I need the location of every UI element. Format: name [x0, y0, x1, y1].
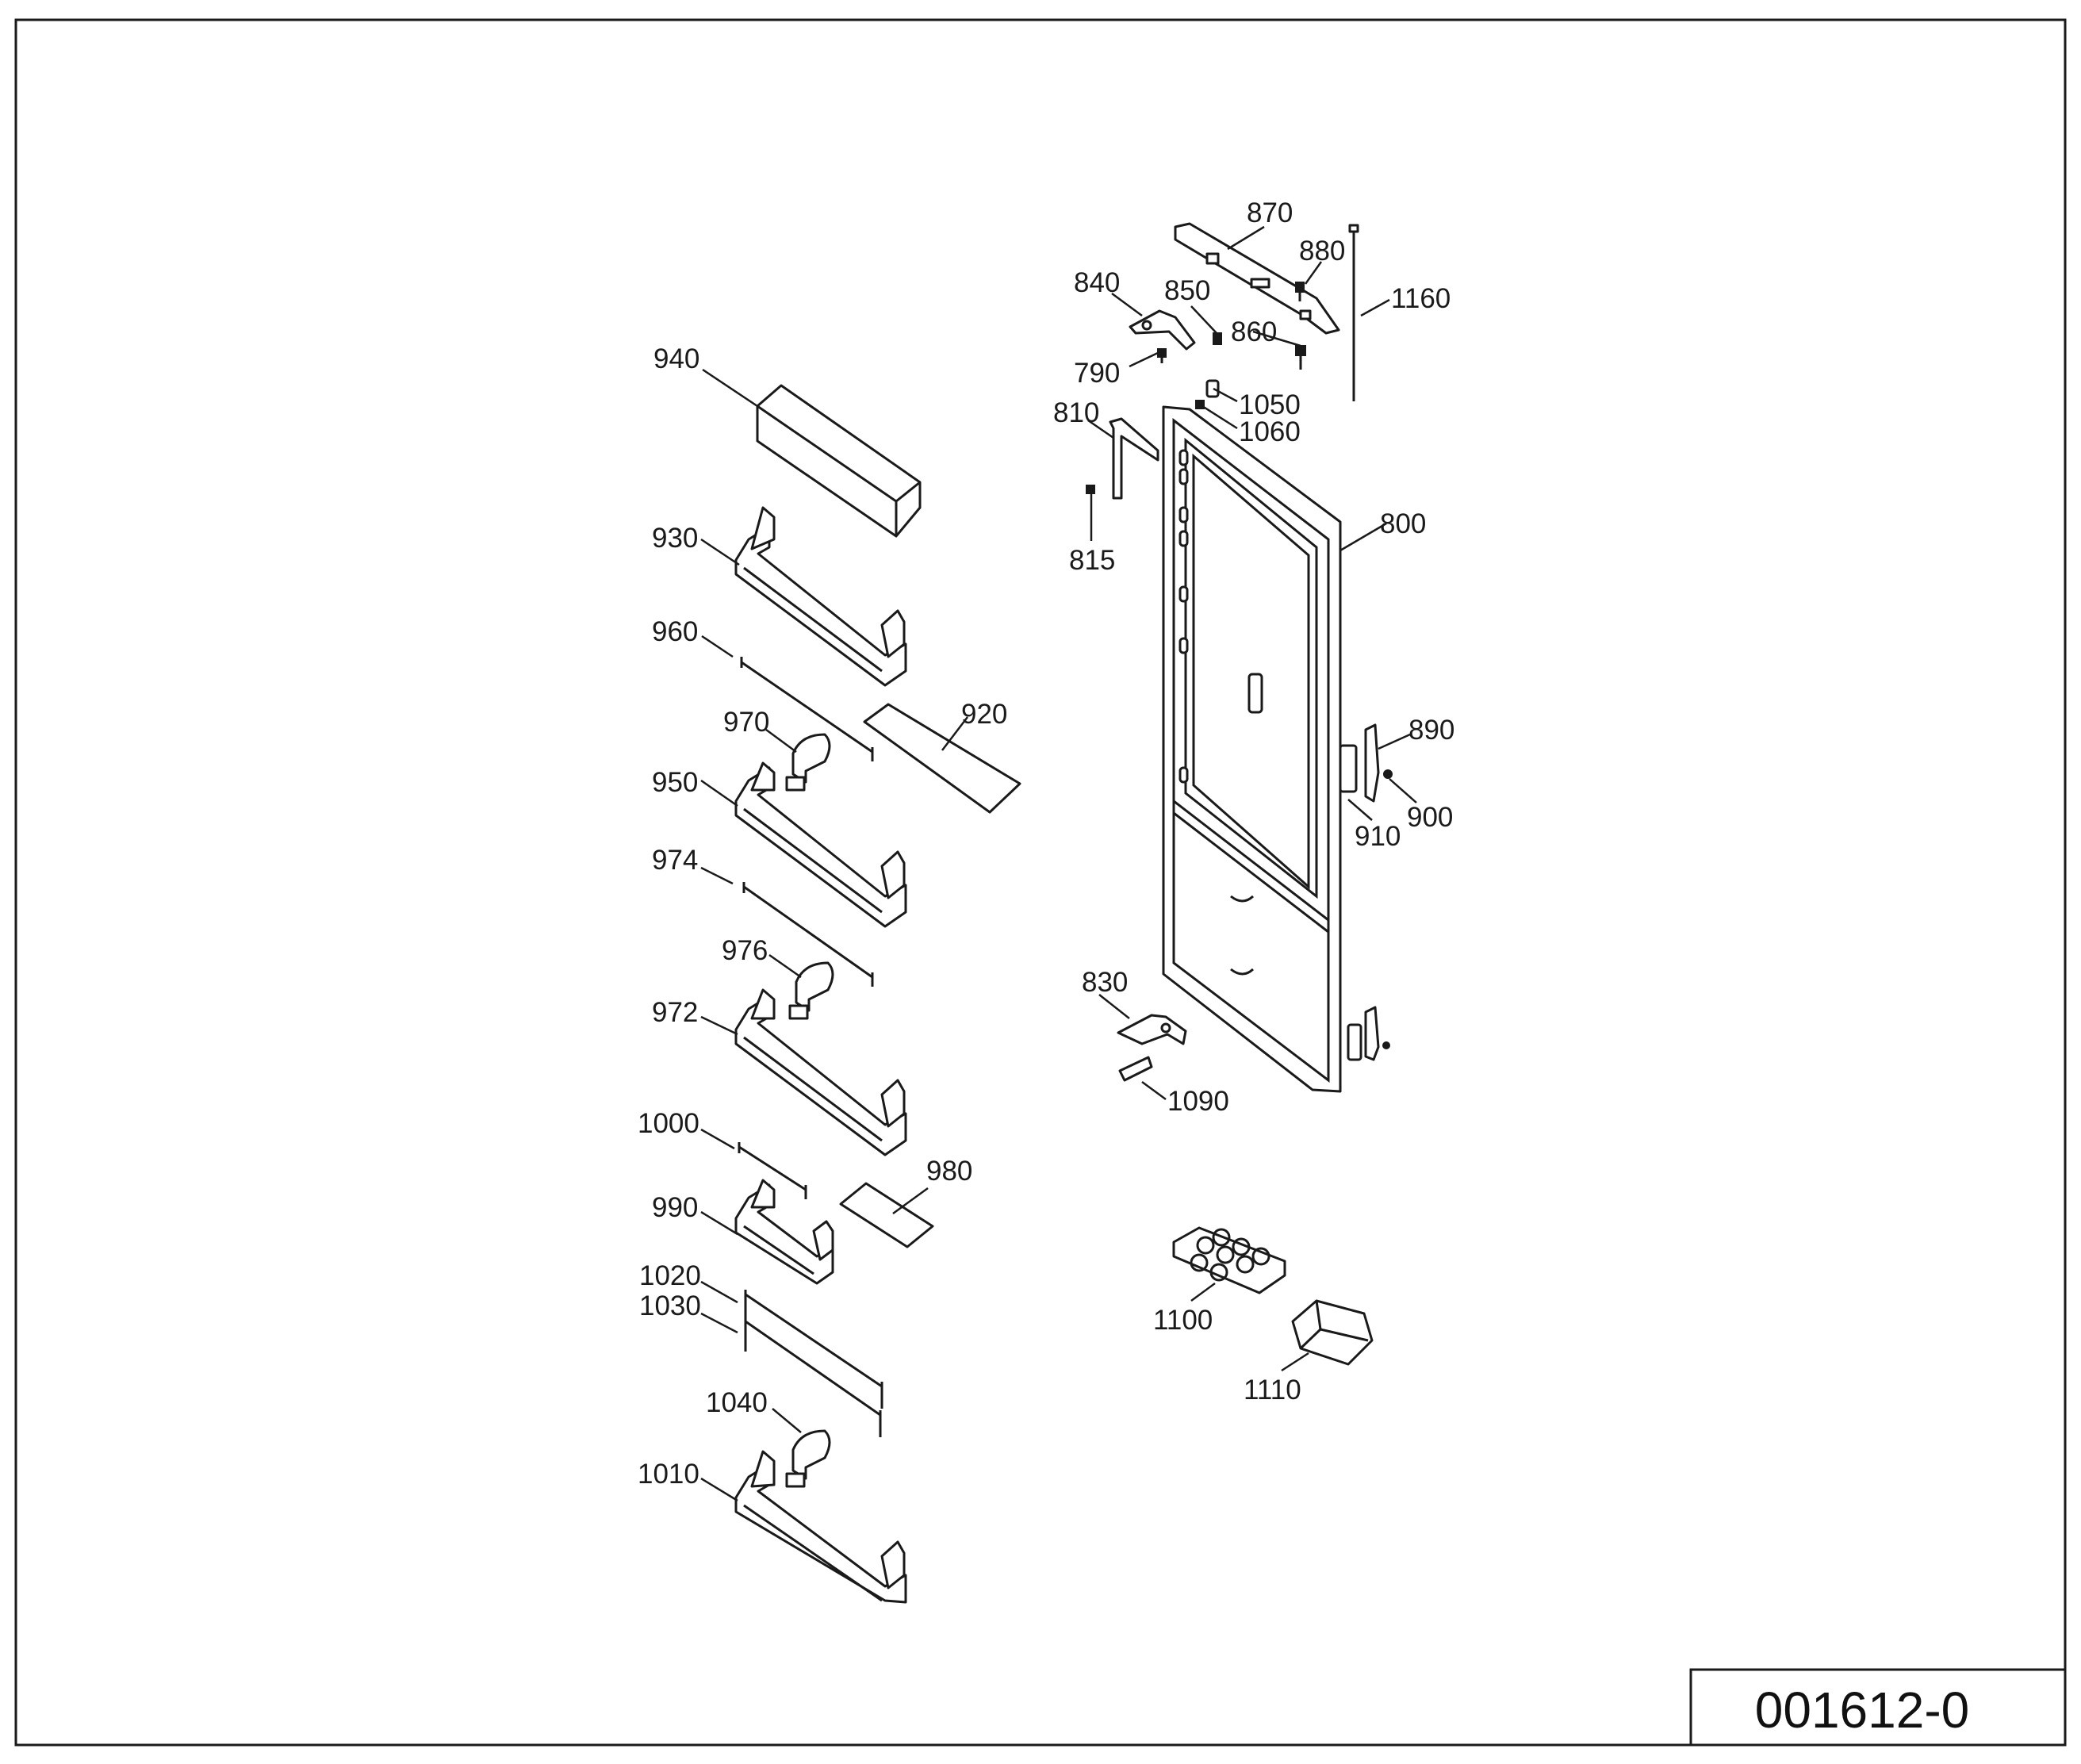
callout-910: 910: [1355, 821, 1401, 852]
callout-880: 880: [1299, 236, 1345, 267]
screw-815: [1086, 485, 1095, 494]
screw-790: [1157, 348, 1167, 363]
callout-1110: 1110: [1244, 1375, 1301, 1405]
door-shelf-930: [734, 506, 907, 687]
screw-900: [1383, 769, 1393, 779]
callout-972: 972: [652, 997, 698, 1028]
cover-910: [1339, 744, 1358, 793]
door-shelf-1010: [734, 1450, 907, 1604]
callout-850: 850: [1164, 275, 1210, 306]
bar-1020: [744, 1290, 883, 1409]
callout-815: 815: [1069, 545, 1115, 576]
callout-920: 920: [961, 699, 1007, 730]
bottle-holder-1040: [785, 1429, 831, 1488]
bar-974: [742, 882, 874, 987]
bottle-holder-976: [788, 961, 834, 1020]
box-940: [756, 384, 922, 538]
part-1050: [1205, 379, 1220, 398]
callout-1160: 1160: [1391, 283, 1451, 314]
callout-870: 870: [1247, 197, 1293, 228]
callout-900: 900: [1407, 802, 1453, 833]
callout-1030: 1030: [639, 1290, 701, 1321]
callout-990: 990: [652, 1192, 698, 1223]
door-shelf-990: [734, 1179, 834, 1285]
callout-1060: 1060: [1239, 416, 1301, 447]
title-block: [1689, 1668, 2067, 1747]
callout-1050: 1050: [1239, 389, 1301, 420]
callout-940: 940: [653, 343, 699, 374]
callout-1010: 1010: [638, 1459, 699, 1490]
callout-860: 860: [1231, 316, 1277, 347]
callout-1020: 1020: [639, 1260, 701, 1291]
bar-960: [740, 657, 874, 761]
screw-1060: [1195, 400, 1205, 409]
insert-920: [863, 703, 1021, 814]
callout-1100: 1100: [1153, 1305, 1213, 1336]
callout-974: 974: [652, 845, 698, 876]
insert-980: [839, 1182, 934, 1248]
door-holes: [1178, 449, 1189, 784]
bar-1030: [744, 1317, 882, 1437]
callout-800: 800: [1380, 508, 1426, 539]
handle-890: [1364, 723, 1380, 803]
hinge-840: [1129, 309, 1196, 351]
hinge-830: [1117, 1014, 1187, 1045]
screw-850: [1213, 332, 1222, 345]
handle-lower: [1347, 1006, 1390, 1061]
callout-labels: 870 880 1160 840 850 860 790 1050 1060 8…: [638, 197, 1454, 1490]
callout-930: 930: [652, 523, 698, 554]
callout-790: 790: [1074, 358, 1120, 389]
callout-960: 960: [652, 616, 698, 647]
screw-860: [1295, 345, 1306, 370]
callout-950: 950: [652, 767, 698, 798]
callout-810: 810: [1053, 397, 1099, 428]
callout-976: 976: [722, 935, 768, 966]
drawing-code: 001612-0: [1755, 1682, 1969, 1739]
drawing-border: [14, 18, 2067, 1747]
screw-880: [1295, 282, 1305, 301]
callout-1000: 1000: [638, 1108, 699, 1139]
bracket-810: [1109, 417, 1159, 500]
callout-840: 840: [1074, 267, 1120, 298]
rod-1160: [1348, 224, 1359, 401]
shim-1090: [1118, 1056, 1153, 1082]
callout-980: 980: [926, 1156, 972, 1187]
bar-1000: [738, 1142, 807, 1199]
door-shelf-972: [734, 988, 907, 1156]
hinge-bracket-870: [1174, 222, 1340, 335]
door-panel-800: [1162, 405, 1342, 1093]
box-1110: [1291, 1299, 1374, 1366]
leader-lines: [700, 225, 1417, 1502]
callout-830: 830: [1082, 967, 1128, 998]
bottle-holder-970: [785, 733, 831, 792]
callout-890: 890: [1408, 715, 1454, 746]
callout-1040: 1040: [706, 1387, 768, 1418]
callout-970: 970: [723, 707, 769, 738]
door-shelf-950: [734, 761, 907, 928]
egg-tray-1100: [1172, 1226, 1286, 1294]
callout-1090: 1090: [1167, 1086, 1229, 1117]
